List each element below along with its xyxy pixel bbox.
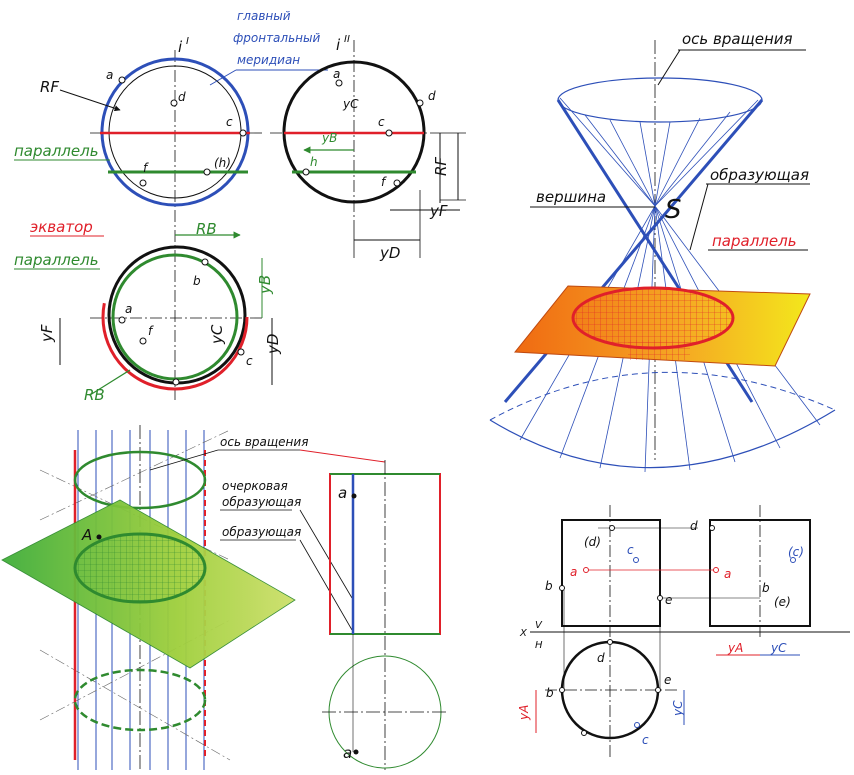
ortho-yc3: yC [671, 700, 685, 717]
c3-label: c [246, 354, 253, 368]
yd3-label: yD [264, 334, 282, 355]
rb-label-2: RB [84, 386, 105, 404]
meridian-label-2: фронтальный [233, 31, 320, 45]
cone-axis-label: ось вращения [682, 30, 793, 48]
meridian-label-1: главный [237, 9, 291, 23]
d2-label: d [428, 89, 436, 103]
h2-label: h [310, 155, 318, 169]
rb-label: RB [196, 220, 217, 238]
cyl-proj-a2: a [343, 744, 352, 762]
ortho-b1: b [545, 579, 553, 593]
ortho-d3: d [597, 651, 605, 665]
d1-label: d [178, 90, 186, 104]
ortho-d2: d [690, 519, 698, 533]
cylinder-axis-label: ось вращения [220, 435, 308, 449]
f3-label: f [148, 324, 154, 338]
f1-label: f [143, 161, 149, 175]
cyl-proj-a1: a [338, 484, 347, 502]
ortho-c1: c [627, 543, 634, 557]
yf3-label: yF [38, 324, 56, 343]
ortho-b3: b [546, 686, 554, 700]
cylinder-point-a: A [81, 526, 92, 544]
parallel-label: параллель [14, 142, 99, 160]
cone-generatrix-label: образующая [710, 166, 809, 184]
cone-panel: ось вращения образующая вершина S паралл… [489, 30, 836, 473]
ortho-h: H [535, 640, 543, 651]
ortho-c2: (c) [788, 545, 804, 559]
cone-parallel-label: параллель [712, 232, 797, 250]
cone-section-ellipse [571, 286, 735, 350]
i2-sup: II [344, 34, 350, 45]
f2-label: f [381, 175, 387, 189]
yf-label: yF [429, 202, 448, 220]
i1-sup: I [186, 36, 189, 47]
yd-label: yD [379, 244, 400, 262]
yb3-label: yB [256, 275, 274, 295]
cone-apex-s: S [665, 195, 682, 225]
parallel-label-2: параллель [14, 251, 99, 269]
ortho-v: V [535, 620, 543, 631]
ortho-ya3: yA [517, 705, 531, 721]
outline-label-2: образующая [222, 495, 301, 509]
sphere-horizontal-view: RB RB b a f c yB yF yC yD [38, 220, 282, 404]
ortho-d1: (d) [584, 535, 601, 549]
cylinder-projection: a a [299, 449, 448, 770]
cylinder-generatrix-label: образующая [222, 525, 301, 539]
yc3-label: yC [208, 324, 226, 345]
ortho-a1: a [570, 565, 577, 579]
ortho-c3: c [642, 733, 649, 747]
ortho-yc: yC [770, 641, 787, 655]
sphere-profile-view: i II a d c f h yC yB RF yF yD [270, 34, 466, 262]
a1-label: a [106, 68, 113, 82]
b3-label: b [193, 274, 201, 288]
ortho-a2: a [724, 567, 731, 581]
yb-label: yB [321, 131, 337, 145]
rf-label-1: RF [40, 78, 59, 96]
h1-label: (h) [214, 156, 231, 170]
equator-label: экватор [30, 218, 93, 236]
ortho-ya: yA [727, 641, 743, 655]
yc-label: yC [342, 97, 359, 111]
ortho-e3: e [664, 673, 671, 687]
ortho-e1: e [665, 593, 672, 607]
ortho-x: X [519, 628, 528, 639]
meridian-label-3: меридиан [237, 53, 300, 67]
equator-circle-top [101, 243, 249, 391]
i2-label: i [336, 36, 341, 54]
i1-label: i [178, 38, 183, 56]
c1-label: c [226, 115, 233, 129]
meridian-callout: главный фронтальный меридиан [209, 9, 328, 86]
cone-apex-label: вершина [536, 188, 606, 206]
ortho-cylinder-panel: (d) c a b e d (c) a b (e) X V H yA yC d … [517, 505, 850, 760]
outline-label-1: очерковая [222, 479, 288, 493]
c2-label: c [378, 115, 385, 129]
rf-label-2: RF [432, 157, 450, 176]
ortho-b2: b [762, 581, 770, 595]
sphere-panel: RF i I a d c f (h) главный фронтальный м… [14, 9, 466, 404]
sphere-frontal-view: RF i I a d c f (h) [40, 36, 262, 230]
a2-label: a [333, 67, 340, 81]
cylinder-section-ellipse [73, 532, 207, 604]
ortho-e2: (e) [774, 595, 791, 609]
a3-label: a [125, 302, 132, 316]
cylinder-panel: A ось вращения очерковая образующая обра… [1, 425, 308, 770]
